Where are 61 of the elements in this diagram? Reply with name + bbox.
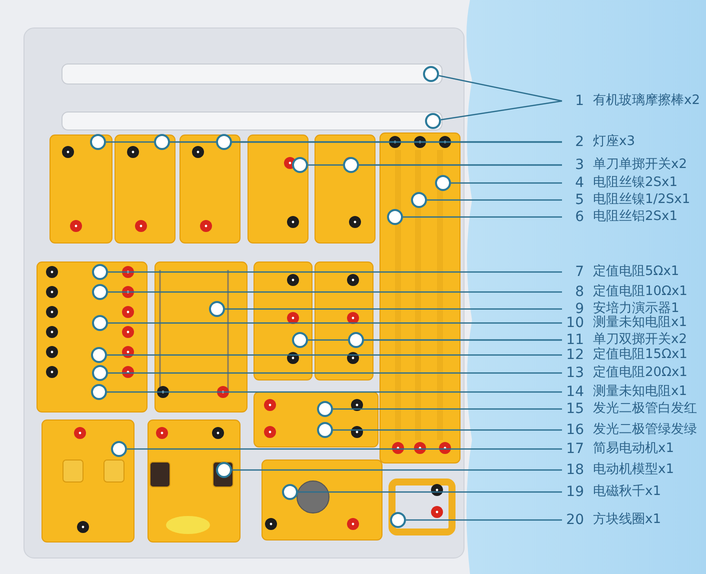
part-name: 定值电阻10Ωx1	[593, 284, 688, 300]
callout-number: 14	[565, 384, 584, 400]
callout-number: 7	[574, 264, 584, 280]
leader-line	[359, 164, 562, 166]
leader-line	[403, 216, 562, 218]
part-name: 测量未知电阻x1	[593, 384, 687, 400]
leader-line	[427, 199, 562, 201]
leader-line	[232, 141, 562, 143]
leader-line	[333, 408, 562, 410]
part-name: 发光二极管白发红	[593, 401, 697, 417]
part-name: 方块线圈x1	[593, 512, 661, 528]
part-name: 定值电阻15Ωx1	[593, 347, 688, 363]
leader-line	[406, 519, 562, 521]
part-name: 简易电动机x1	[593, 441, 674, 457]
part-name: 测量未知电阻x1	[593, 315, 687, 331]
part-name: 单刀双掷开关x2	[593, 332, 687, 347]
callout-number: 10	[565, 315, 584, 331]
part-name: 电阻丝镍1/2Sx1	[593, 192, 690, 208]
leader-line	[364, 339, 562, 341]
callout-number: 15	[565, 401, 584, 417]
part-name: 定值电阻20Ωx1	[593, 365, 688, 381]
callout-number: 19	[565, 484, 584, 500]
part-name: 电磁秋千x1	[593, 484, 661, 500]
callout-number: 1	[574, 93, 584, 109]
part-name: 安培力演示器1	[593, 301, 680, 316]
leader-line	[298, 491, 562, 493]
callout-number: 16	[565, 422, 584, 438]
part-name: 电阻丝镍2Sx1	[593, 175, 678, 191]
part-name: 定值电阻5Ωx1	[593, 264, 680, 280]
leader-line	[333, 429, 562, 431]
part-name: 有机玻璃摩擦棒x2	[593, 93, 700, 109]
leader-line	[127, 448, 562, 450]
leader-line	[438, 75, 562, 102]
leader-line	[108, 322, 562, 324]
callout-number: 5	[574, 192, 584, 208]
leader-line	[232, 469, 562, 471]
callout-number: 4	[574, 175, 584, 191]
callout-number: 3	[574, 157, 584, 173]
leader-line	[108, 372, 562, 374]
callout-number: 6	[574, 209, 584, 225]
part-name: 单刀单掷开关x2	[593, 157, 687, 173]
leader-line	[108, 271, 562, 273]
callout-number: 11	[565, 332, 584, 348]
leader-line	[440, 100, 562, 120]
leader-line	[107, 391, 562, 393]
part-name: 发光二极管绿发绿	[593, 422, 697, 438]
callout-number: 17	[565, 441, 584, 457]
callout-number: 20	[565, 512, 584, 528]
leader-line	[107, 354, 562, 356]
callout-number: 18	[565, 462, 584, 478]
callout-number: 12	[565, 347, 584, 363]
callout-number: 8	[574, 284, 584, 300]
part-name: 电动机模型x1	[593, 462, 674, 478]
callout-number: 2	[574, 134, 584, 150]
leader-line	[225, 308, 562, 310]
part-name: 电阻丝铝2Sx1	[593, 209, 678, 225]
leader-line	[108, 291, 562, 293]
leader-line	[451, 182, 562, 184]
part-name: 灯座x3	[593, 134, 635, 150]
callout-number: 9	[575, 301, 584, 317]
callout-number: 13	[565, 365, 584, 381]
